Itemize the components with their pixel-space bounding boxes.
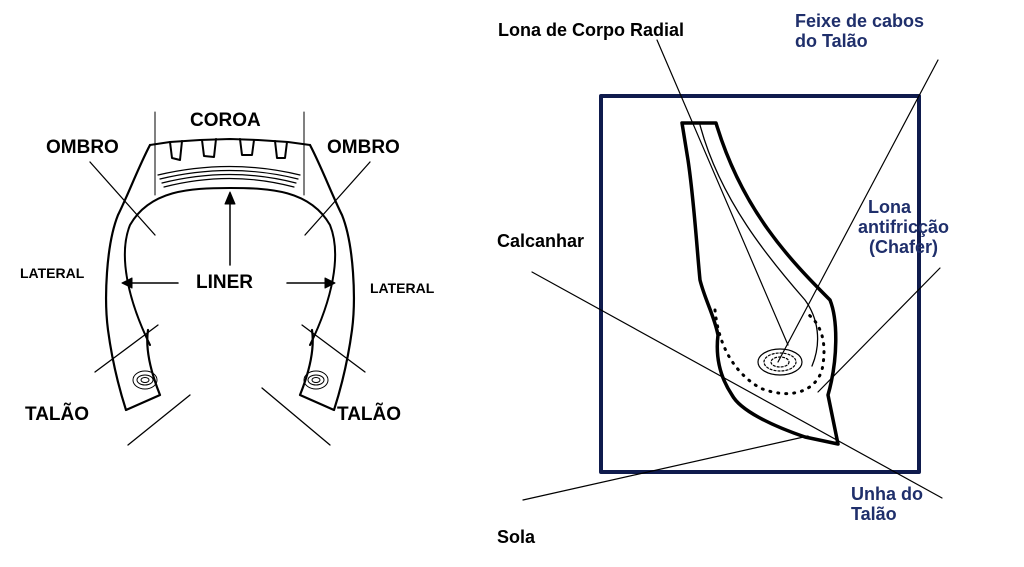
- bead-profile-outline: [680, 121, 840, 446]
- chafer-dotted: [713, 308, 826, 396]
- heel-label: Calcanhar: [497, 231, 585, 251]
- toe-label: Unha do Talão: [851, 484, 923, 525]
- shoulder-left-leader: [89, 161, 156, 236]
- chafer-label-line1: Lona: [868, 197, 911, 217]
- chafer-label: Lona antifricção (Chafer): [858, 197, 950, 257]
- outer-sidewall-right: [298, 143, 355, 412]
- heel-leader: [531, 271, 943, 499]
- inner-liner-curve: [123, 187, 337, 346]
- outer-sidewall-left: [105, 143, 162, 412]
- chafer-label-line3: (Chafer): [869, 236, 939, 257]
- shoulder-right-leader: [304, 161, 371, 236]
- bead-bundle-label: Feixe de cabos do Talão: [795, 11, 925, 52]
- sole-leader: [522, 435, 809, 501]
- toe-label-line1: Unha do: [851, 484, 923, 504]
- bead-bundle-leader: [777, 59, 939, 363]
- radial-ply-label: Lona de Corpo Radial: [498, 20, 685, 40]
- radial-ply-line: [699, 124, 819, 367]
- sidewall-left-label: LATERAL: [20, 265, 85, 281]
- bead-left-label: TALÃO: [25, 404, 90, 425]
- shoulder-right-label: OMBRO: [327, 137, 400, 158]
- bead-bundle-label-line2: do Talão: [795, 30, 868, 51]
- bead-bundle-label-line1: Feixe de cabos: [795, 11, 925, 31]
- bead-detail: [522, 39, 943, 501]
- detail-frame: [599, 94, 921, 474]
- liner-arrow-right-head: [324, 277, 336, 289]
- sidewall-left-leader: [94, 324, 159, 373]
- shoulder-left-label: OMBRO: [46, 137, 119, 158]
- sidewall-right-label: LATERAL: [370, 280, 435, 296]
- chafer-leader: [817, 267, 941, 393]
- sidewall-right-leader: [301, 324, 366, 373]
- bead-bundle-right: [303, 370, 329, 390]
- sole-label: Sola: [497, 527, 536, 547]
- radial-ply-leader: [656, 39, 789, 346]
- bead-bundle-left: [132, 370, 158, 390]
- chafer-label-line2: antifricção: [858, 216, 950, 237]
- tread-grooves: [169, 138, 288, 161]
- liner-arrow-left-head: [121, 277, 133, 289]
- toe-label-line2: Talão: [851, 503, 897, 524]
- tire-cross-section: [89, 111, 371, 446]
- bead-cable-bundle: [757, 348, 803, 376]
- crown-arrow-head: [224, 191, 236, 205]
- bead-left-leader: [127, 394, 191, 446]
- liner-label: LINER: [196, 272, 253, 293]
- crown-label: COROA: [190, 110, 261, 131]
- bead-right-leader: [261, 387, 331, 446]
- belt-lines: [157, 165, 301, 188]
- bead-right-label: TALÃO: [337, 404, 402, 425]
